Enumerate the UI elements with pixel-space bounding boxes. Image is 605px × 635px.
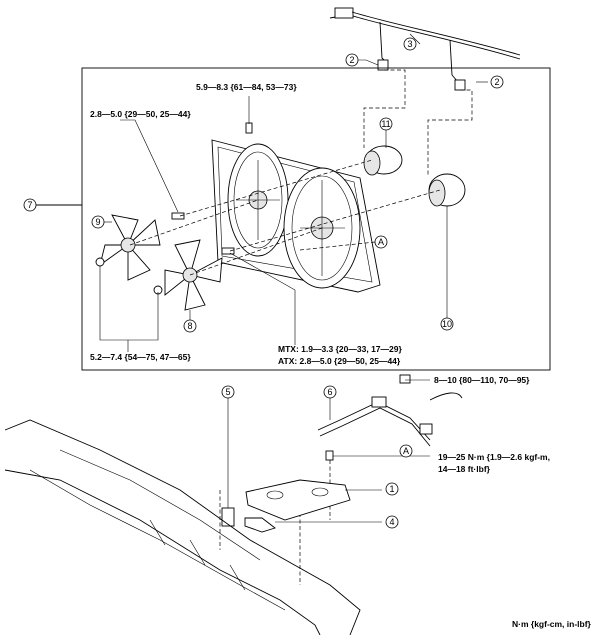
svg-text:10: 10 <box>442 319 452 329</box>
svg-text:4: 4 <box>389 517 394 527</box>
fan-shroud <box>211 139 381 293</box>
svg-text:2.8—5.0 {29—50, 25—44}: 2.8—5.0 {29—50, 25—44} <box>90 109 191 119</box>
fan-blade-9 <box>99 214 161 281</box>
callout-markers[interactable]: 1 2 2 3 4 5 6 7 8 9 10 11 A A <box>23 37 504 529</box>
svg-text:5.2—7.4 {54—75, 47—65}: 5.2—7.4 {54—75, 47—65} <box>90 352 191 362</box>
bracket-1 <box>245 479 382 521</box>
svg-text:14—18 ft·lbf}: 14—18 ft·lbf} <box>438 464 491 474</box>
svg-text:5: 5 <box>225 387 230 397</box>
svg-text:N·m {kgf-cm, in-lbf}: N·m {kgf-cm, in-lbf} <box>512 619 592 629</box>
svg-text:8—10 {80—110, 70—95}: 8—10 {80—110, 70—95} <box>434 375 530 385</box>
wiring-harness <box>329 7 521 91</box>
torque-labels: 5.9—8.3 {61—84, 53—73} 2.8—5.0 {29—50, 2… <box>90 82 592 629</box>
svg-text:A: A <box>403 446 409 456</box>
svg-text:3: 3 <box>407 39 412 49</box>
leader-lines <box>99 33 488 352</box>
svg-text:ATX: 2.8—5.0 {29—50, 25—44}: ATX: 2.8—5.0 {29—50, 25—44} <box>278 356 401 366</box>
hose-4-and-5 <box>221 398 382 533</box>
svg-text:8: 8 <box>187 321 192 331</box>
fan-blade-8 <box>164 239 223 311</box>
svg-text:MTX: 1.9—3.3 {20—33, 17—29}: MTX: 1.9—3.3 {20—33, 17—29} <box>278 344 402 354</box>
svg-text:A: A <box>378 237 384 247</box>
assembly-frame <box>81 67 551 371</box>
coolant-pipe <box>317 374 463 461</box>
svg-text:19—25 N·m {1.9—2.6 kgf-m,: 19—25 N·m {1.9—2.6 kgf-m, <box>438 452 550 462</box>
fan-motor-11 <box>363 145 403 176</box>
svg-text:5.9—8.3 {61—84, 53—73}: 5.9—8.3 {61—84, 53—73} <box>196 82 297 92</box>
svg-text:2: 2 <box>494 77 499 87</box>
svg-text:9: 9 <box>95 217 100 227</box>
svg-text:11: 11 <box>381 119 390 129</box>
svg-text:1: 1 <box>389 484 394 494</box>
svg-text:6: 6 <box>327 387 332 397</box>
fan-motor-10 <box>428 173 466 207</box>
svg-text:7: 7 <box>27 200 32 210</box>
svg-text:2: 2 <box>349 55 354 65</box>
radiator-support <box>4 419 361 635</box>
